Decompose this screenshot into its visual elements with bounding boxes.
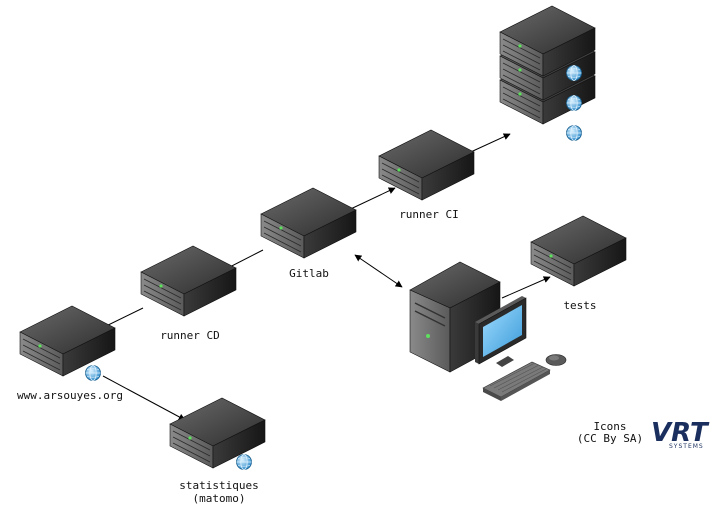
server-icon xyxy=(19,305,116,377)
ci-stack-servers xyxy=(499,5,596,141)
credit-line1: Icons xyxy=(593,420,626,433)
node-runner-cd: runner CD xyxy=(140,245,237,342)
globe-icon xyxy=(85,365,101,381)
globe-icon xyxy=(236,454,252,470)
node-runner-ci: runner CI xyxy=(378,129,475,221)
runner-cd-label: runner CD xyxy=(160,329,220,342)
globe-icon xyxy=(566,125,582,141)
node-workstation xyxy=(409,261,567,401)
monitor-icon xyxy=(475,296,527,367)
node-website: www.arsouyes.org xyxy=(17,305,123,402)
runner-ci-label: runner CI xyxy=(399,208,459,221)
server-icon xyxy=(260,187,357,259)
logo-brand: VRT xyxy=(651,418,710,448)
node-stats: statistiques (matomo) xyxy=(169,397,266,505)
globe-icon xyxy=(566,65,582,81)
icon-credit: Icons (CC By SA) xyxy=(577,420,643,445)
node-tests: tests xyxy=(530,215,627,312)
keyboard-icon xyxy=(482,361,551,401)
gitlab-label: Gitlab xyxy=(289,267,329,280)
tests-label: tests xyxy=(563,299,596,312)
stats-label-line2: (matomo) xyxy=(193,492,246,505)
vrt-logo: VRT SYSTEMS xyxy=(651,418,710,450)
edge-gitlab-workstation xyxy=(354,254,403,288)
server-icon xyxy=(140,245,237,317)
server-icon xyxy=(530,215,627,287)
edge-workstation-to-tests xyxy=(501,276,551,299)
credit-line2: (CC By SA) xyxy=(577,432,643,445)
mouse-icon xyxy=(545,354,567,366)
website-label: www.arsouyes.org xyxy=(17,389,123,402)
server-icon xyxy=(169,397,266,469)
server-icon xyxy=(378,129,475,201)
logo-tagline: SYSTEMS xyxy=(669,443,704,450)
edge-website-to-stats xyxy=(102,375,186,421)
globe-icon xyxy=(566,95,582,111)
node-gitlab: Gitlab xyxy=(260,187,357,280)
stats-label-line1: statistiques xyxy=(179,479,258,492)
